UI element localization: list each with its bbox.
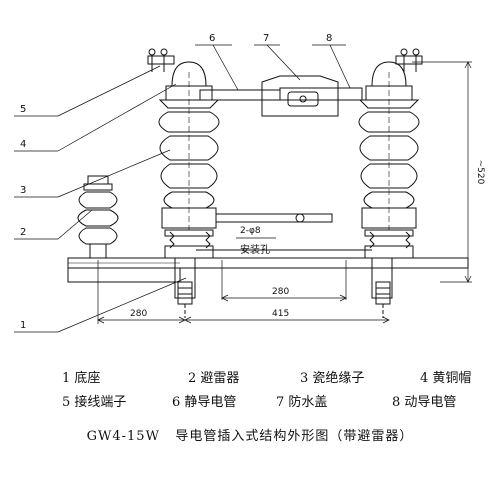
dimension-labels: ~520 2-φ8 安装孔 280 280 415 <box>130 160 485 319</box>
callout-7: 7 <box>263 33 269 44</box>
dim-height-label: ~520 <box>475 160 485 185</box>
legend-item: 4 黄铜帽 <box>420 371 472 386</box>
parts-legend: 1 底座 2 避雷器 3 瓷绝缘子 4 黄铜帽 5 接线端子 6 静导电管 7 … <box>40 367 500 410</box>
dim-inner-span-label: 280 <box>272 287 289 297</box>
callout-3: 3 <box>20 185 26 196</box>
figure-caption: GW4-15W 导电管插入式结构外形图（带避雷器） <box>0 425 500 444</box>
callout-numbers: 5 4 3 2 1 6 7 8 <box>20 33 332 331</box>
callout-1: 1 <box>20 320 26 331</box>
right-insulator <box>358 72 420 259</box>
callout-leaders <box>14 44 351 333</box>
legend-item: 3 瓷绝缘子 <box>300 371 365 386</box>
conductor-tubes <box>199 75 363 117</box>
caption-title: 导电管插入式结构外形图（带避雷器） <box>175 429 414 444</box>
callout-8: 8 <box>326 33 332 44</box>
dim-right-span-label: 415 <box>272 309 289 319</box>
legend-item: 6 静导电管 <box>172 395 237 410</box>
legend-item: 1 底座 <box>62 371 101 386</box>
legend-item: 2 避雷器 <box>188 371 240 386</box>
dim-left-offset-label: 280 <box>130 309 147 319</box>
left-insulator <box>158 72 220 259</box>
dim-hole-count-label: 2-φ8 <box>240 226 261 236</box>
legend-item: 7 防水盖 <box>276 395 328 410</box>
brass-caps-and-terminals <box>147 48 423 87</box>
legend-item: 5 接线端子 <box>62 395 127 410</box>
callout-4: 4 <box>20 139 26 150</box>
operating-rod <box>196 213 372 251</box>
model-number: GW4-15W <box>86 429 160 444</box>
lightning-arrester <box>77 175 119 259</box>
dim-hole-label: 安装孔 <box>240 243 270 256</box>
callout-6: 6 <box>209 33 215 44</box>
legend-item: 8 动导电管 <box>392 395 457 410</box>
dimension-lines <box>97 61 472 324</box>
base <box>67 257 469 318</box>
callout-5: 5 <box>20 104 26 115</box>
callout-2: 2 <box>20 227 26 238</box>
